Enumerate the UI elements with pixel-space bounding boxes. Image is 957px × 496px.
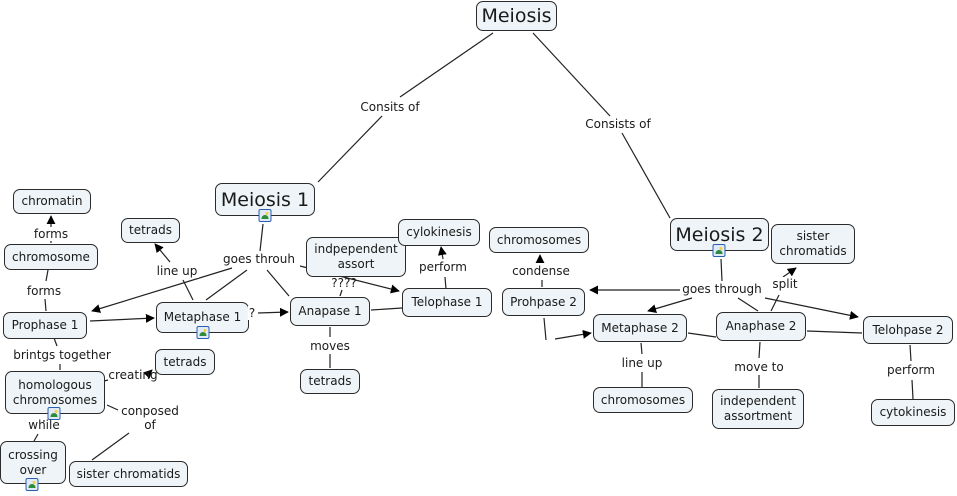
node-cytokinesis[interactable]: cytokinesis [871, 399, 955, 426]
node-tetrads-creating[interactable]: tetrads [155, 349, 215, 375]
link-perform-1: perform [418, 260, 468, 274]
node-cylokinesis[interactable]: cylokinesis [398, 219, 480, 246]
node-telohpase-2[interactable]: Telohpase 2 [863, 316, 953, 344]
edge-forms-chromosome [45, 269, 49, 282]
link-conposed-of: conposed of [120, 404, 180, 432]
node-meiosis[interactable]: Meiosis [476, 1, 557, 31]
image-icon[interactable] [25, 478, 39, 491]
image-icon[interactable] [196, 326, 210, 339]
edge-goes-anaphase2 [737, 297, 759, 312]
link-moves: moves [309, 339, 351, 353]
link-qqqq: ???? [331, 276, 357, 290]
edge-goes-metaphase2 [647, 297, 693, 314]
node-chromosomes-lineup[interactable]: chromosomes [593, 387, 693, 413]
edge-anapase1-telophase1 [370, 307, 403, 311]
node-metaphase-2[interactable]: Metaphase 2 [593, 314, 687, 342]
node-prohpase-2[interactable]: Prohpase 2 [502, 288, 585, 316]
node-sister-chromatids-1[interactable]: sister chromatids [69, 461, 188, 487]
node-crossing-over[interactable]: crossing over [0, 441, 66, 484]
edge-consits-meiosis1 [317, 115, 383, 183]
node-prophase-1[interactable]: Prophase 1 [3, 312, 87, 339]
node-anapase-1[interactable]: Anapase 1 [290, 297, 370, 326]
edge-prophase1-forms [44, 298, 47, 312]
edge-while-crossing [33, 433, 39, 442]
edge-homologous-conposed [106, 404, 119, 411]
node-chromosome[interactable]: chromosome [4, 244, 98, 270]
link-goes-throuh: goes throuh [222, 252, 296, 266]
edge-conposed-sister [91, 432, 130, 461]
edge-prohpase2-metaphase2-b [554, 329, 592, 340]
edge-anapase1-qqqq [339, 289, 343, 297]
edge-anaphase2-split [770, 294, 780, 312]
node-sister-chromatids-2[interactable]: sister chromatids [771, 224, 855, 264]
link-forms-chromatin: forms [32, 227, 70, 241]
link-creating: creating [108, 368, 158, 382]
edge-meiosis2-goes [720, 258, 723, 282]
edge-lineup-tetrads [154, 243, 171, 263]
node-independent-assortment[interactable]: independent assortment [712, 389, 804, 429]
node-telophase-1[interactable]: Telophase 1 [402, 288, 492, 317]
edge-perform-cytokinesis [911, 379, 914, 400]
edge-anaphase2-telohpase2 [806, 330, 863, 334]
link-move-to: move to [733, 360, 785, 374]
edge-meiosis-consists [532, 32, 611, 117]
edge-anaphase2-moveto [758, 341, 761, 359]
edge-prophase1-metaphase1 [89, 313, 155, 323]
edge-goes-metaphase1 [205, 269, 248, 301]
image-icon[interactable] [258, 209, 272, 222]
edge-telophase1-perform [444, 276, 447, 290]
link-consits-of: Consits of [359, 100, 421, 114]
node-tetrads-moves[interactable]: tetrads [300, 369, 360, 394]
node-homologous-chromosomes[interactable]: homologous chromosomes [5, 371, 105, 414]
edge-metaphase2-lineup [640, 342, 643, 355]
edge-telohpase2-perform [909, 344, 912, 362]
edge-goes-telohpase2 [764, 297, 859, 320]
edge-split-sister [782, 267, 797, 278]
edge-goes-anapase1 [266, 269, 290, 297]
link-goes-through: goes through [681, 282, 763, 296]
edge-goes-prophase1 [91, 267, 233, 313]
edge-perform-cylokinesis [437, 246, 447, 260]
node-chromatin[interactable]: chromatin [13, 189, 91, 214]
link-brintgs-together: brintgs together [12, 348, 112, 362]
link-question: ? [247, 306, 257, 320]
image-icon[interactable] [712, 244, 726, 257]
node-tetrads-lineup[interactable]: tetrads [121, 218, 180, 243]
node-anaphase-2[interactable]: Anaphase 2 [716, 312, 806, 341]
edge-consists-meiosis2 [621, 132, 671, 219]
link-line-up-2: line up [620, 356, 664, 370]
link-while: while [28, 418, 60, 432]
edge-meiosis-consits [399, 32, 494, 98]
link-line-up-1: line up [155, 264, 199, 278]
edge-metaphase1-lineup [182, 279, 194, 301]
edge-metaphase1-anapase1 [257, 307, 289, 317]
link-perform-2: perform [886, 363, 936, 377]
edge-creating-tetrads [143, 369, 153, 379]
edge-metaphase2-anaphase2 [687, 332, 717, 338]
node-chromosomes-condense[interactable]: chromosomes [489, 227, 589, 253]
edge-meiosis1-goes [259, 223, 264, 252]
link-condense: condense [511, 264, 571, 278]
link-consists-of: Consists of [584, 117, 652, 131]
link-split: split [771, 277, 799, 291]
edge-prophase1-brintgs [53, 337, 58, 347]
node-indpependent-assort[interactable]: indpependent assort [306, 237, 406, 277]
link-forms-chromosome: forms [25, 284, 63, 298]
edge-prohpase2-metaphase2 [543, 317, 547, 341]
image-icon[interactable] [47, 407, 61, 420]
